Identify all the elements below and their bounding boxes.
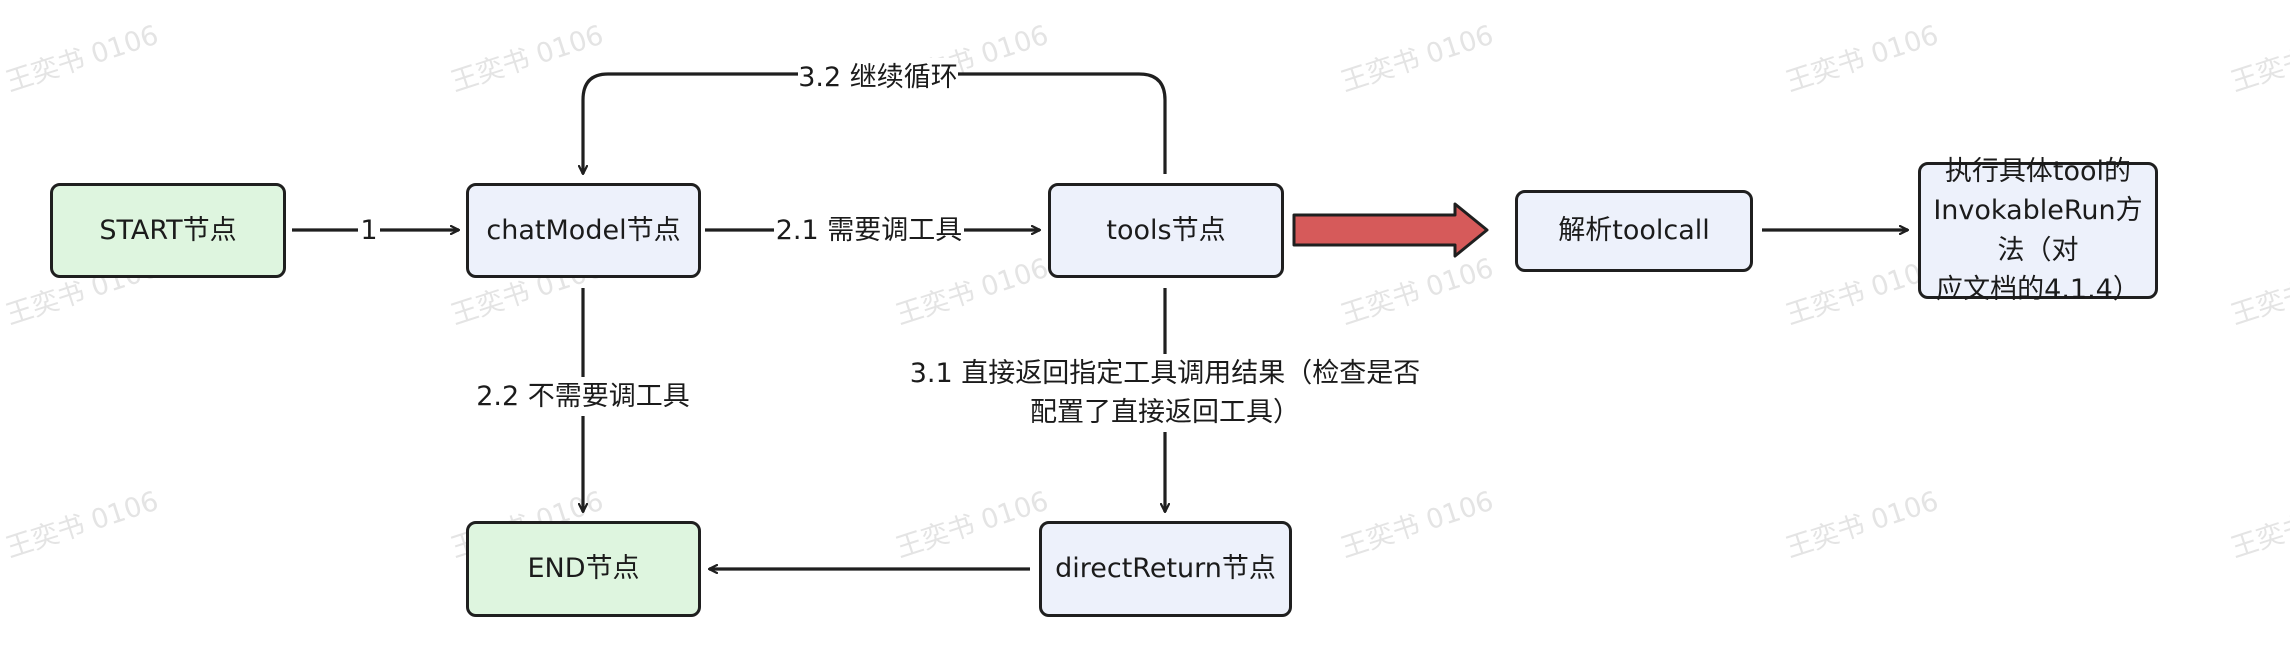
node-parse-toolcall: 解析toolcall: [1515, 190, 1753, 272]
edge-label-no-tool: 2.2 不需要调工具: [473, 377, 693, 417]
edge-label-continue-loop: 3.2 继续循环: [798, 58, 958, 98]
highlight-arrow: [1292, 202, 1489, 258]
node-directreturn: directReturn节点: [1039, 521, 1292, 617]
node-tools: tools节点: [1048, 183, 1284, 278]
edge-label-need-tool: 2.1 需要调工具: [774, 211, 964, 251]
edge-label-direct-return: 3.1 直接返回指定工具调用结果（检查是否 配置了直接返回工具）: [900, 354, 1430, 433]
node-chatmodel: chatModel节点: [466, 183, 701, 278]
node-end: END节点: [466, 521, 701, 617]
node-execute-tool: 执行具体tool的 InvokableRun方法（对 应文档的4.1.4）: [1918, 156, 2158, 305]
edge-label-1: 1: [358, 211, 380, 251]
node-start: START节点: [50, 183, 286, 278]
